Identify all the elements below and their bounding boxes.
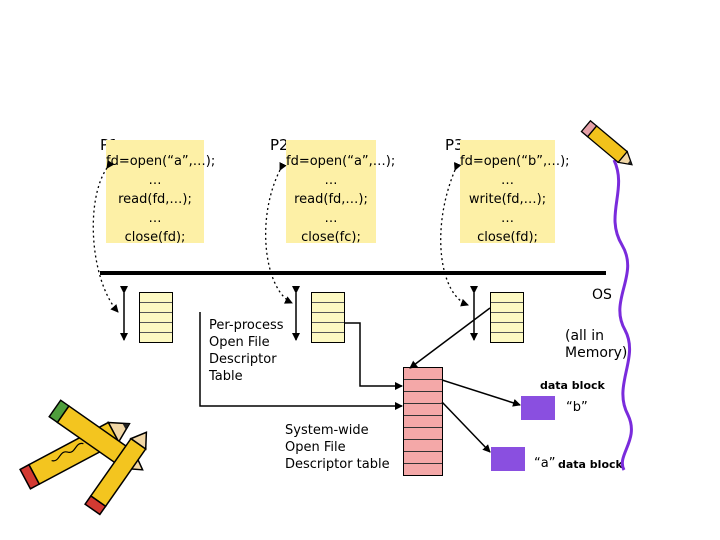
p2-to-system-arrow [345,322,403,390]
per-process-table-label: Per-process Open File Descriptor Table [209,318,284,384]
p2-dotted-arrow [265,161,293,304]
data-block-a-caption: data block [558,458,623,471]
p1-fd-table [139,292,173,343]
os-boundary-line [100,271,606,275]
p1-code-line: close(fd); [124,230,186,245]
p3-fd-table [490,292,524,343]
pencils-clipart [19,399,148,516]
p3-dotted-arrow [440,162,469,307]
p2-code-line: close(fc); [301,230,361,245]
p3-code-line: fd=open(“b”,…); [460,154,570,169]
system-wide-table-label: System-wide Open File Descriptor table [285,423,390,472]
p1-code-line: … [148,211,162,226]
p3-code-line: … [501,211,514,226]
data-block-a-name: “a” [534,456,556,471]
pencil-icon [580,119,633,471]
p3-to-system-arrow [409,307,491,369]
p2-code-line: … [324,173,338,188]
p3-code-line: write(fd,…); [468,192,547,207]
system-to-block-b-arrow [441,379,521,407]
p3-label: P3 [445,136,464,154]
system-to-block-a-arrow [441,401,491,453]
p1-code-line: fd=open(“a”,…); [106,154,216,169]
p2-code-line: fd=open(“a”,…); [286,154,396,169]
p2-code-box: fd=open(“a”,…); … read(fd,…); … close(fc… [286,140,396,245]
p1-to-system-arrow [199,312,403,410]
data-block-a [491,447,525,471]
system-wide-table [403,367,443,476]
p1-code-line: … [148,173,162,188]
p2-code-line: … [324,211,338,226]
p2-label: P2 [270,136,289,154]
p3-code-box: fd=open(“b”,…); … write(fd,…); … close(f… [460,140,570,245]
os-label: OS [592,287,612,303]
p1-code-line: read(fd,…); [118,192,192,207]
p2-code-line: read(fd,…); [294,192,368,207]
memory-note: (all in Memory) [565,328,628,361]
p3-code-line: close(fd); [477,230,538,245]
data-block-b-caption: data block [540,379,605,392]
p3-code-line: … [501,173,514,188]
p1-dotted-arrow [92,159,119,313]
data-block-b [521,396,555,420]
p2-fd-table [311,292,345,343]
p1-code-box: fd=open(“a”,…); … read(fd,…); … close(fd… [106,140,216,245]
data-block-b-name: “b” [566,400,588,415]
